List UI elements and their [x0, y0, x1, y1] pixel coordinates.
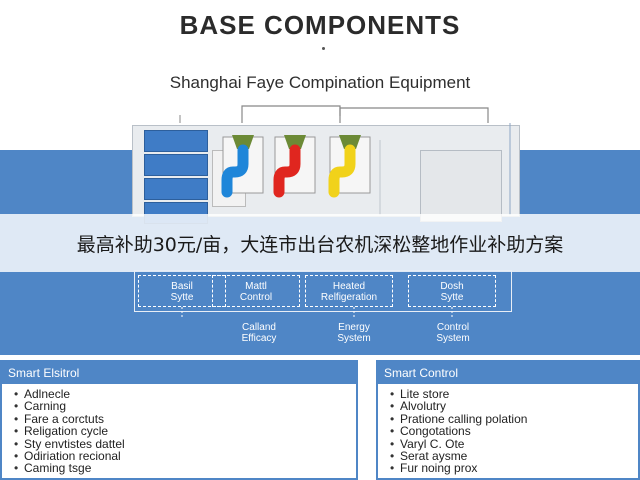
sub-label-efficiency: Calland Efficacy: [241, 322, 277, 344]
equipment-door-module: [420, 150, 502, 222]
sub-label-energy: Energy System: [337, 322, 371, 344]
left-panel-title: Smart Elsitrol: [2, 362, 356, 384]
list-item: Lite store: [390, 388, 638, 401]
list-item: Religation cycle: [14, 425, 356, 438]
list-item: Sty envtistes dattel: [14, 437, 356, 450]
list-item: Fur noing prox: [390, 462, 638, 475]
sub-label-control: Control System: [436, 322, 470, 344]
list-item: Alvolutry: [390, 400, 638, 413]
list-item: Odiriation recional: [14, 450, 356, 463]
list-item: Fare a corctuts: [14, 412, 356, 425]
equipment-subtitle: Shanghai Faye Compination Equipment: [169, 73, 471, 92]
page-title: BASE COMPONENTS: [179, 10, 461, 40]
flow-box-4-label: Dosh Sytte: [440, 281, 464, 303]
cabinet-module-3: [144, 178, 208, 200]
list-item: Varyl C. Ote: [390, 437, 638, 450]
right-feature-panel: Smart Control Lite store Alvolutry Prati…: [376, 360, 640, 480]
list-item: Congotations: [390, 425, 638, 438]
flow-box-3: Heated Relfigeration: [305, 275, 393, 307]
flow-row-outline: [134, 270, 512, 312]
flow-box-2: Mattl Control: [212, 275, 300, 307]
right-panel-title: Smart Control: [378, 362, 638, 384]
flow-box-4: Dosh Sytte: [408, 275, 496, 307]
left-feature-panel: Smart Elsitrol Adlnecle Carning Fare a c…: [0, 360, 358, 480]
list-item: Pratione calling polation: [390, 412, 638, 425]
list-item: Serat aysme: [390, 450, 638, 463]
flow-box-2-label: Mattl Control: [239, 281, 273, 303]
title-dot-decoration: [322, 47, 325, 50]
flow-box-3-label: Heated Relfigeration: [320, 281, 378, 303]
list-item: Adlnecle: [14, 388, 356, 401]
cabinet-module-1: [144, 130, 208, 152]
list-item: Carning: [14, 400, 356, 413]
left-panel-list: Adlnecle Carning Fare a corctuts Religat…: [2, 388, 356, 476]
news-headline-banner: 最高补助30元/亩，大连市出台农机深松整地作业补助方案: [0, 214, 640, 272]
list-item: Caming tsge: [14, 462, 356, 475]
flow-box-1: Basil Sytte: [138, 275, 226, 307]
right-panel-list: Lite store Alvolutry Pratione calling po…: [378, 388, 638, 476]
flow-box-1-label: Basil Sytte: [170, 281, 194, 303]
cabinet-module-2: [144, 154, 208, 176]
